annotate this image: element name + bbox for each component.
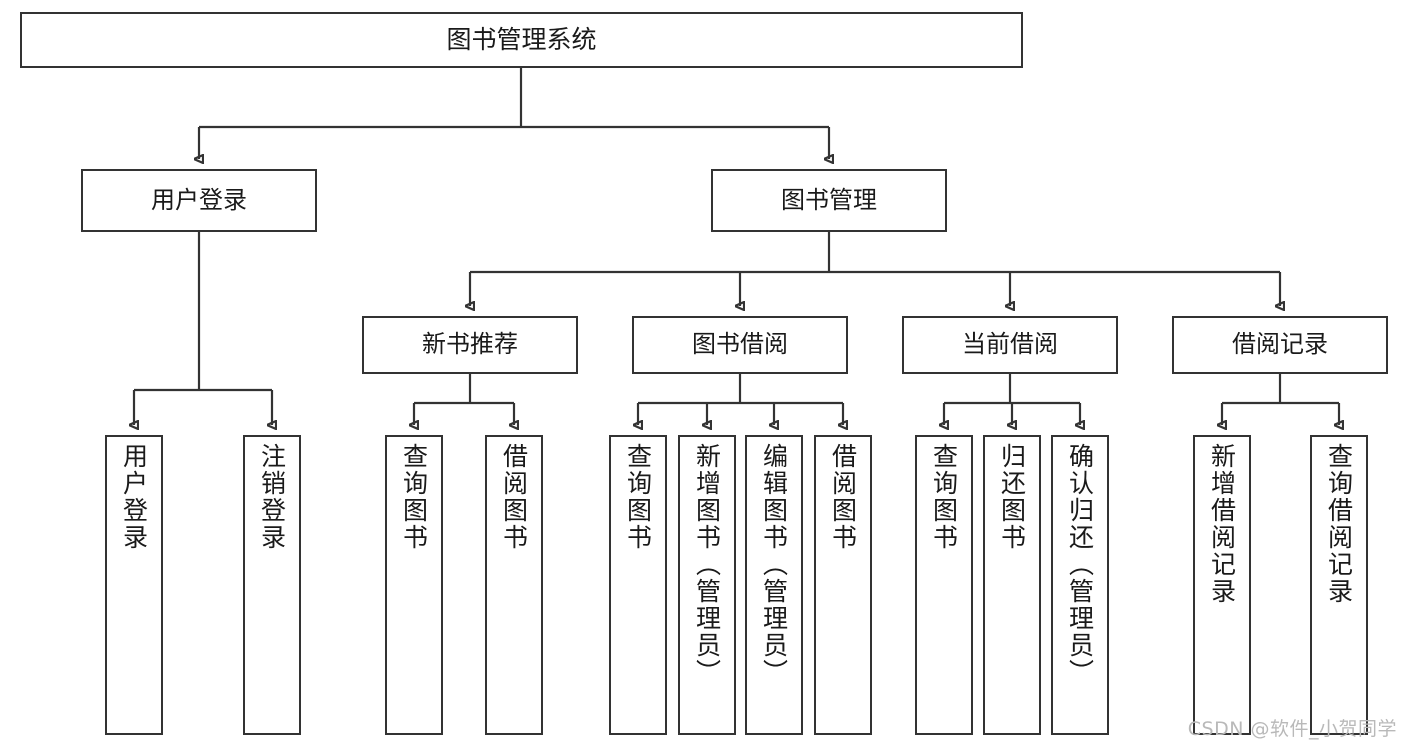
node-label: 编辑图书（管理员） [759,443,789,686]
node-leaf-user-login[interactable]: 用户登录 [105,435,163,735]
node-label: 当前借阅 [962,330,1058,359]
node-root-system[interactable]: 图书管理系统 [20,12,1023,68]
watermark: CSDN @软件_小贺同学 [1187,718,1397,740]
node-leaf-query-book-recommend[interactable]: 查询图书 [385,435,443,735]
node-leaf-borrow-book[interactable]: 借阅图书 [814,435,872,735]
node-label: 图书管理 [781,185,877,214]
node-book-management[interactable]: 图书管理 [711,169,947,232]
node-user-login[interactable]: 用户登录 [81,169,317,232]
node-leaf-return-book[interactable]: 归还图书 [983,435,1041,735]
node-current-borrow[interactable]: 当前借阅 [902,316,1118,374]
node-leaf-query-book-current[interactable]: 查询图书 [915,435,973,735]
node-label: 借阅图书 [828,443,858,551]
node-new-book-recommend[interactable]: 新书推荐 [362,316,578,374]
node-leaf-query-book-borrow[interactable]: 查询图书 [609,435,667,735]
node-leaf-add-borrow-record[interactable]: 新增借阅记录 [1193,435,1251,735]
node-leaf-add-book[interactable]: 新增图书（管理员） [678,435,736,735]
node-label: 新增图书（管理员） [692,443,722,686]
node-label: 图书借阅 [692,330,788,359]
node-label: 确认归还（管理员） [1065,443,1095,686]
node-label: 查询图书 [623,443,653,551]
node-leaf-edit-book[interactable]: 编辑图书（管理员） [745,435,803,735]
node-label: 归还图书 [997,443,1027,551]
node-label: 借阅图书 [499,443,529,551]
node-label: 新书推荐 [422,330,518,359]
node-label: 用户登录 [151,185,247,214]
node-label: 查询图书 [929,443,959,551]
node-label: 注销登录 [257,443,287,551]
node-label: 查询借阅记录 [1324,443,1354,605]
node-leaf-borrow-book-recommend[interactable]: 借阅图书 [485,435,543,735]
node-book-borrow[interactable]: 图书借阅 [632,316,848,374]
node-leaf-user-logout[interactable]: 注销登录 [243,435,301,735]
node-label: 借阅记录 [1232,330,1328,359]
node-label: 用户登录 [119,443,149,551]
node-leaf-query-borrow-record[interactable]: 查询借阅记录 [1310,435,1368,735]
node-label: 图书管理系统 [446,24,597,54]
node-borrow-record[interactable]: 借阅记录 [1172,316,1388,374]
node-label: 查询图书 [399,443,429,551]
node-label: 新增借阅记录 [1207,443,1237,605]
node-leaf-confirm-return[interactable]: 确认归还（管理员） [1051,435,1109,735]
